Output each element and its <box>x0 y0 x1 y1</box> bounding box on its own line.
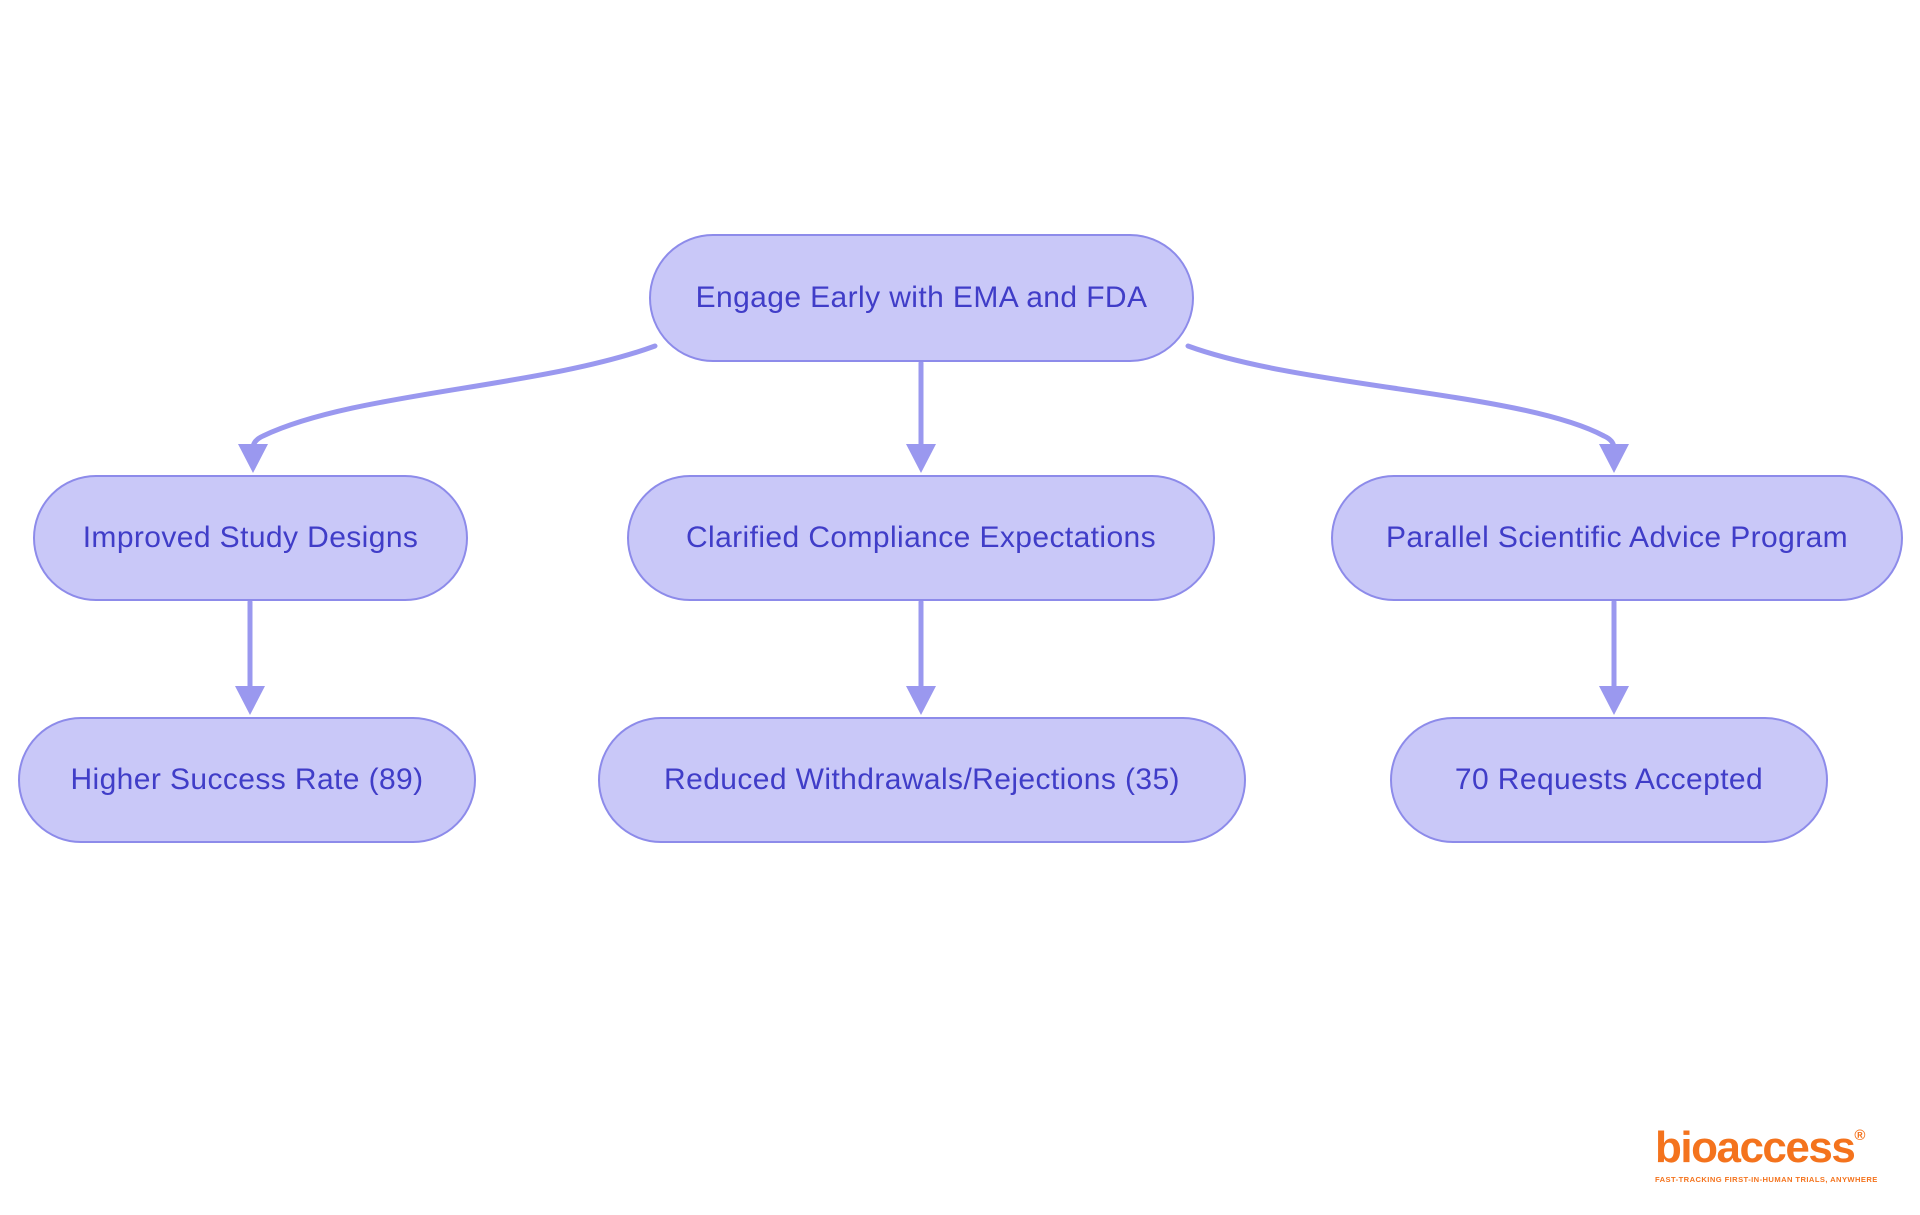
edge-root-parallel <box>1185 343 1617 450</box>
node-clarified-compliance: Clarified Compliance Expectations <box>627 475 1215 601</box>
registered-trademark-icon: ® <box>1854 1127 1866 1144</box>
node-engage-early: Engage Early with EMA and FDA <box>649 234 1194 362</box>
node-requests-accepted: 70 Requests Accepted <box>1390 717 1828 843</box>
arrowhead-success <box>235 686 265 715</box>
arrowhead-clarified <box>906 444 936 473</box>
node-label: Clarified Compliance Expectations <box>685 521 1157 554</box>
arrowhead-parallel <box>1599 444 1629 473</box>
arrowhead-reduced <box>906 686 936 715</box>
arrowhead-requests <box>1599 686 1629 715</box>
node-improved-study-designs: Improved Study Designs <box>33 475 468 601</box>
logo-tagline: FAST-TRACKING FIRST-IN-HUMAN TRIALS, ANY… <box>1655 1175 1878 1184</box>
bioaccess-logo: bioaccess® FAST-TRACKING FIRST-IN-HUMAN … <box>1655 1126 1877 1185</box>
bioaccess-wordmark: bioaccess® <box>1655 1126 1865 1170</box>
node-label: Parallel Scientific Advice Program <box>1385 521 1849 554</box>
node-label: Reduced Withdrawals/Rejections (35) <box>664 763 1180 796</box>
node-label: Higher Success Rate (89) <box>70 763 424 796</box>
node-reduced-withdrawals: Reduced Withdrawals/Rejections (35) <box>598 717 1246 843</box>
edge-root-improved <box>250 343 658 450</box>
logo-text: bioaccess <box>1655 1123 1856 1172</box>
node-label: Improved Study Designs <box>82 521 419 554</box>
node-label: Engage Early with EMA and FDA <box>695 281 1148 314</box>
node-parallel-scientific-advice: Parallel Scientific Advice Program <box>1331 475 1903 601</box>
node-higher-success-rate: Higher Success Rate (89) <box>18 717 476 843</box>
arrowhead-improved <box>238 444 268 473</box>
node-label: 70 Requests Accepted <box>1454 763 1764 796</box>
